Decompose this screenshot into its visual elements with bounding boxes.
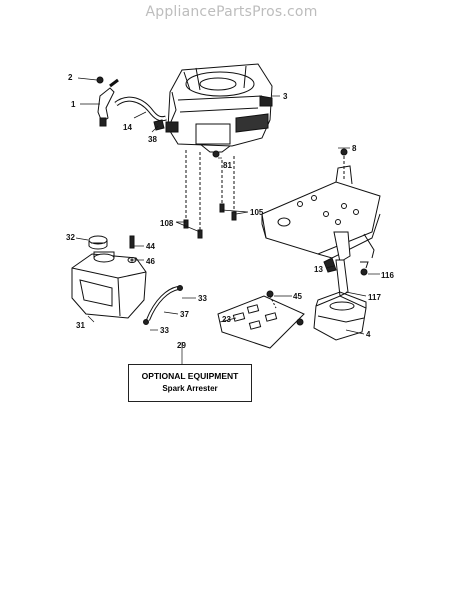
callout-45: 45 xyxy=(293,292,302,301)
callout-31: 31 xyxy=(76,321,85,330)
callout-44: 44 xyxy=(146,242,155,251)
callout-33-upper: 33 xyxy=(198,294,207,303)
muffler-part xyxy=(313,291,367,341)
heat-shield-part xyxy=(217,295,305,349)
bolt-105b xyxy=(231,211,237,221)
fuel-cap-part xyxy=(88,235,108,250)
bolt-108b xyxy=(197,229,203,239)
callout-33-lower: 33 xyxy=(160,326,169,335)
callout-46: 46 xyxy=(146,257,155,266)
spark-arrester-label: Spark Arrester xyxy=(162,384,218,393)
optional-equipment-title: OPTIONAL EQUIPMENT xyxy=(141,371,239,381)
callout-13: 13 xyxy=(314,265,323,274)
callout-23: 23 xyxy=(222,315,231,324)
chassis-frame xyxy=(261,148,381,263)
callout-105: 105 xyxy=(250,208,264,217)
callout-37: 37 xyxy=(180,310,189,319)
engine-illustration xyxy=(165,63,273,158)
callout-38: 38 xyxy=(148,135,157,144)
callout-116: 116 xyxy=(381,271,394,280)
callout-81: 81 xyxy=(223,161,232,170)
fuel-line-37 xyxy=(146,286,179,321)
callout-32: 32 xyxy=(66,233,75,242)
optional-equipment-box: OPTIONAL EQUIPMENT Spark Arrester xyxy=(128,364,252,402)
callout-2: 2 xyxy=(68,73,73,82)
callout-108: 108 xyxy=(160,219,174,228)
callout-1: 1 xyxy=(71,100,76,109)
exhaust-pipe-part xyxy=(335,259,349,297)
nut-part xyxy=(360,268,368,276)
callout-14: 14 xyxy=(123,123,132,132)
callout-8: 8 xyxy=(352,144,357,153)
callout-29: 29 xyxy=(177,341,186,350)
callout-3: 3 xyxy=(283,92,288,101)
site-watermark: AppliancePartsPros.com xyxy=(145,4,318,20)
callout-4: 4 xyxy=(366,330,371,339)
bolt-108a xyxy=(183,219,189,229)
bracket-part xyxy=(323,257,337,273)
fuel-tank-part xyxy=(71,251,147,319)
bolt-105a xyxy=(219,203,225,213)
throttle-control-part xyxy=(96,76,119,127)
callout-117: 117 xyxy=(368,293,381,302)
